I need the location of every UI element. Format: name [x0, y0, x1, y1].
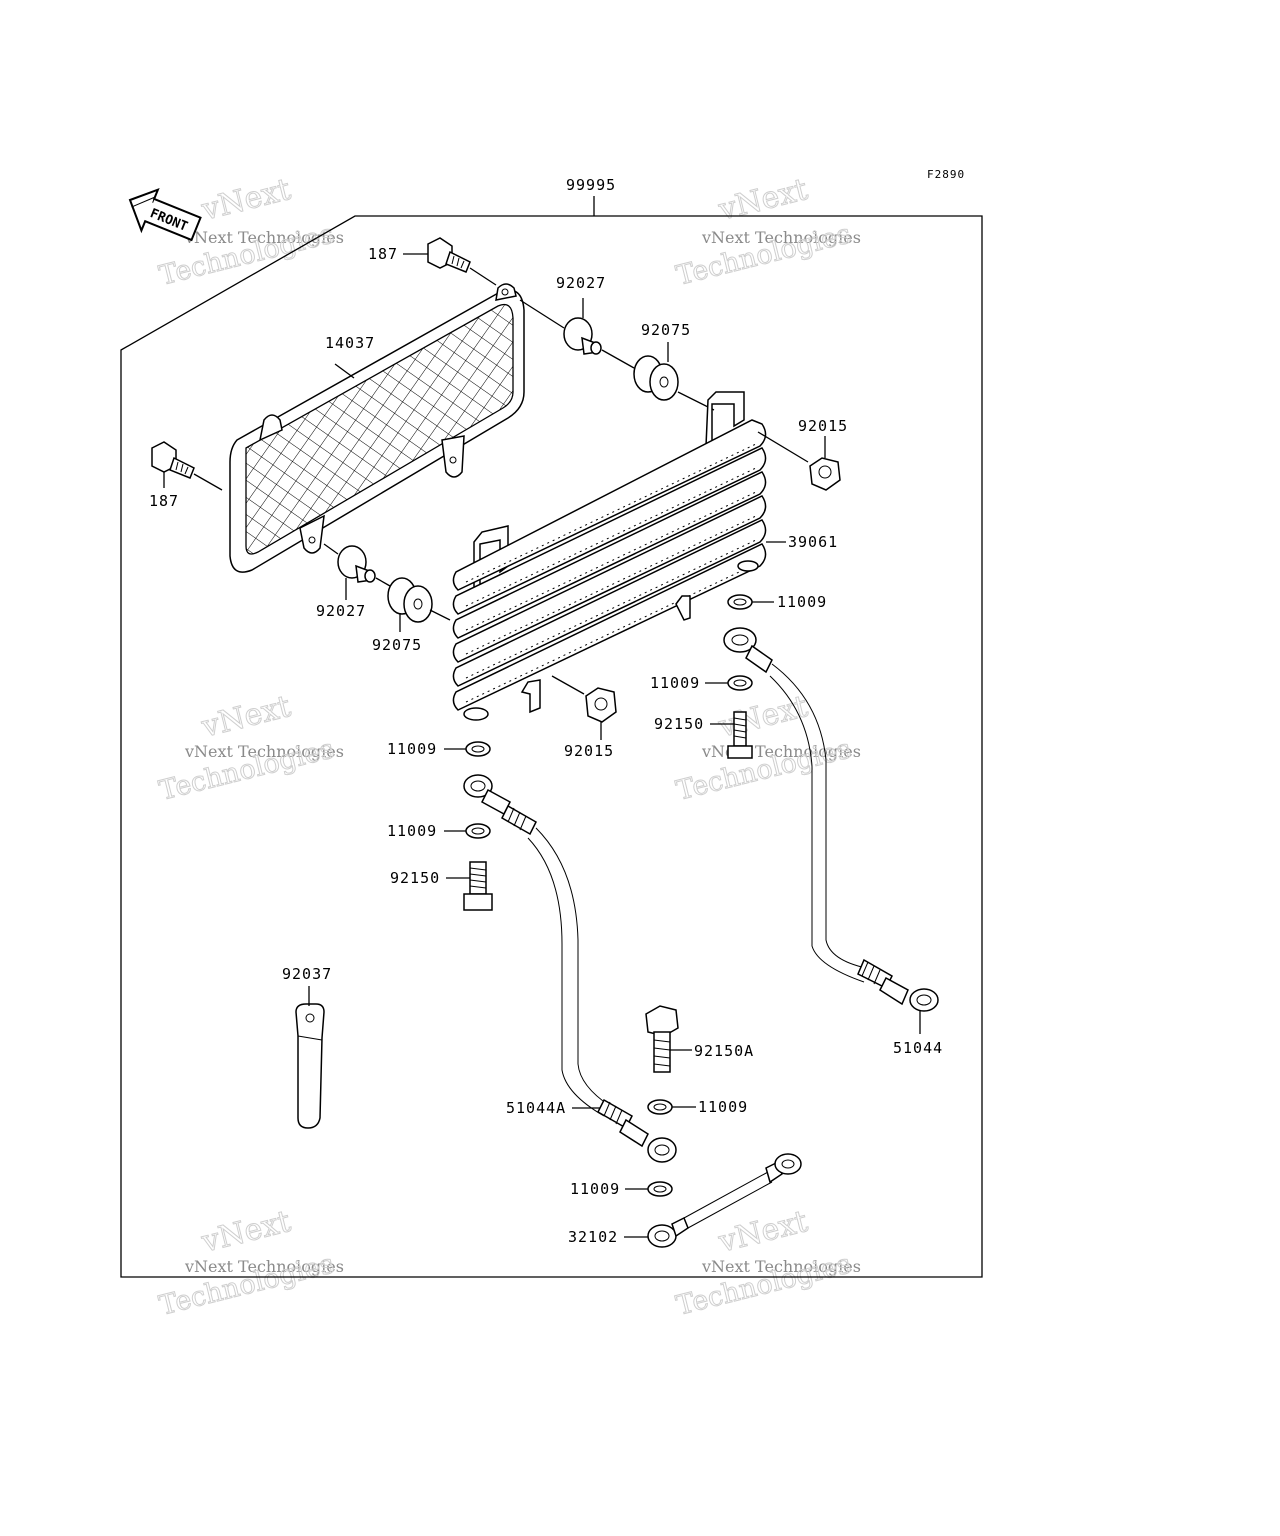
label-14037: 14037: [325, 334, 375, 352]
svg-text:vNext Technologies: vNext Technologies: [184, 742, 344, 761]
nut-92015-top: [809, 457, 841, 491]
svg-text:vNext: vNext: [197, 172, 294, 228]
washer-11009-right-2: [727, 675, 753, 691]
label-11009-left-2: 11009: [387, 822, 437, 840]
label-92150-right: 92150: [654, 715, 704, 733]
label-51044a: 51044A: [506, 1099, 566, 1117]
grille-14037: [229, 283, 525, 573]
svg-text:vNext Technologies: vNext Technologies: [701, 228, 861, 247]
washer-11009-left-2: [465, 823, 491, 839]
watermark-mid-left: vNext vNext Technologies Technologies: [156, 689, 344, 808]
label-92150a: 92150A: [694, 1042, 754, 1060]
label-11009-left-1: 11009: [387, 740, 437, 758]
hose-51044: [723, 627, 939, 1012]
banjo-bolt-92150-right: [727, 711, 753, 759]
svg-text:vNext Technologies: vNext Technologies: [701, 1257, 861, 1276]
front-arrow-icon: FRONT: [128, 187, 202, 242]
hose-51044a: [463, 774, 677, 1163]
washer-11009-right-1: [727, 594, 753, 610]
leader-187-left-b: [193, 473, 223, 491]
label-92027-bottom: 92027: [316, 602, 366, 620]
bolt-187-left: [151, 441, 195, 479]
svg-text:vNext Technologies: vNext Technologies: [184, 1257, 344, 1276]
label-99995: 99995: [566, 176, 616, 194]
svg-text:vNext: vNext: [714, 689, 811, 745]
link-cooler-nut: [757, 431, 809, 463]
svg-text:vNext: vNext: [714, 172, 811, 228]
collar-92027-bottom: [337, 545, 376, 583]
banjo-bolt-92150a: [645, 1005, 679, 1073]
assembly-outline: [120, 215, 983, 1278]
clamp-band-92037: [295, 1003, 325, 1129]
label-39061: 39061: [788, 533, 838, 551]
link-grille-collar-b: [323, 543, 339, 555]
watermark-bottom-right: vNext vNext Technologies Technologies: [673, 1204, 861, 1323]
nut-92015-bottom: [585, 687, 617, 723]
svg-text:vNext: vNext: [197, 1204, 294, 1260]
label-187-top: 187: [368, 245, 398, 263]
pipe-32102: [647, 1153, 802, 1248]
svg-text:vNext: vNext: [197, 689, 294, 745]
watermark-bottom-left: vNext vNext Technologies Technologies: [156, 1204, 344, 1323]
label-32102: 32102: [568, 1228, 618, 1246]
watermark-top-right: vNext vNext Technologies Technologies: [673, 172, 861, 293]
label-92037: 92037: [282, 965, 332, 983]
watermark-mid-right: vNext vNext Technologies Technologies: [673, 689, 861, 808]
washer-11009-left-1: [465, 741, 491, 757]
label-92015-bottom: 92015: [564, 742, 614, 760]
link-grille-collar: [519, 299, 565, 329]
svg-text:vNext: vNext: [714, 1204, 811, 1260]
link-collar-damper-b: [375, 577, 391, 587]
label-92027-top: 92027: [556, 274, 606, 292]
label-11009-low-1: 11009: [698, 1098, 748, 1116]
bolt-187-top: [427, 237, 471, 273]
link-damper-cooler-b: [429, 609, 451, 621]
washer-11009-low-1: [647, 1099, 673, 1115]
label-51044: 51044: [893, 1039, 943, 1057]
label-92150-left: 92150: [390, 869, 440, 887]
label-92075-bottom: 92075: [372, 636, 422, 654]
damper-92075-top: [633, 355, 679, 401]
label-11009-low-2: 11009: [570, 1180, 620, 1198]
washer-11009-low-2: [647, 1181, 673, 1197]
leader-14037: [334, 363, 355, 379]
collar-92027-top: [563, 317, 602, 355]
link-collar-damper: [601, 349, 635, 369]
leader-187-top-b: [469, 267, 497, 286]
label-92015-top: 92015: [798, 417, 848, 435]
oil-cooler-39061: [452, 391, 767, 721]
figure-code: F2890: [927, 168, 965, 181]
link-cooler-nut-b: [551, 675, 585, 695]
svg-text:vNext Technologies: vNext Technologies: [184, 228, 344, 247]
damper-92075-bottom: [387, 577, 433, 623]
label-11009-right-2: 11009: [650, 674, 700, 692]
label-187-left: 187: [149, 492, 179, 510]
label-92075-top: 92075: [641, 321, 691, 339]
banjo-bolt-92150-left: [463, 861, 493, 911]
label-11009-right-1: 11009: [777, 593, 827, 611]
